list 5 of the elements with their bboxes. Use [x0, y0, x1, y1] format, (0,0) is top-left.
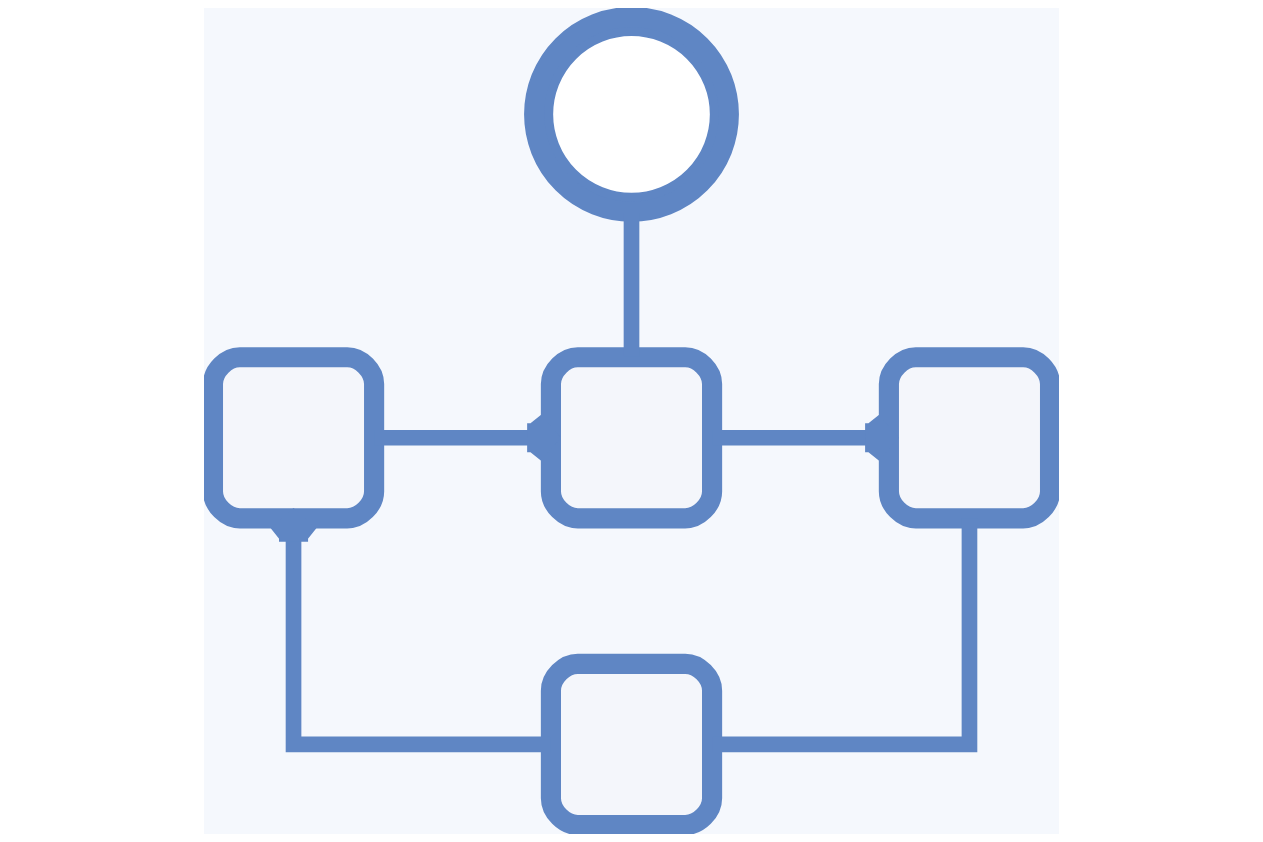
node-box	[204, 347, 385, 529]
node-gear	[524, 8, 739, 222]
node-box	[540, 653, 723, 834]
node-box	[540, 347, 723, 529]
node-box	[878, 347, 1059, 529]
